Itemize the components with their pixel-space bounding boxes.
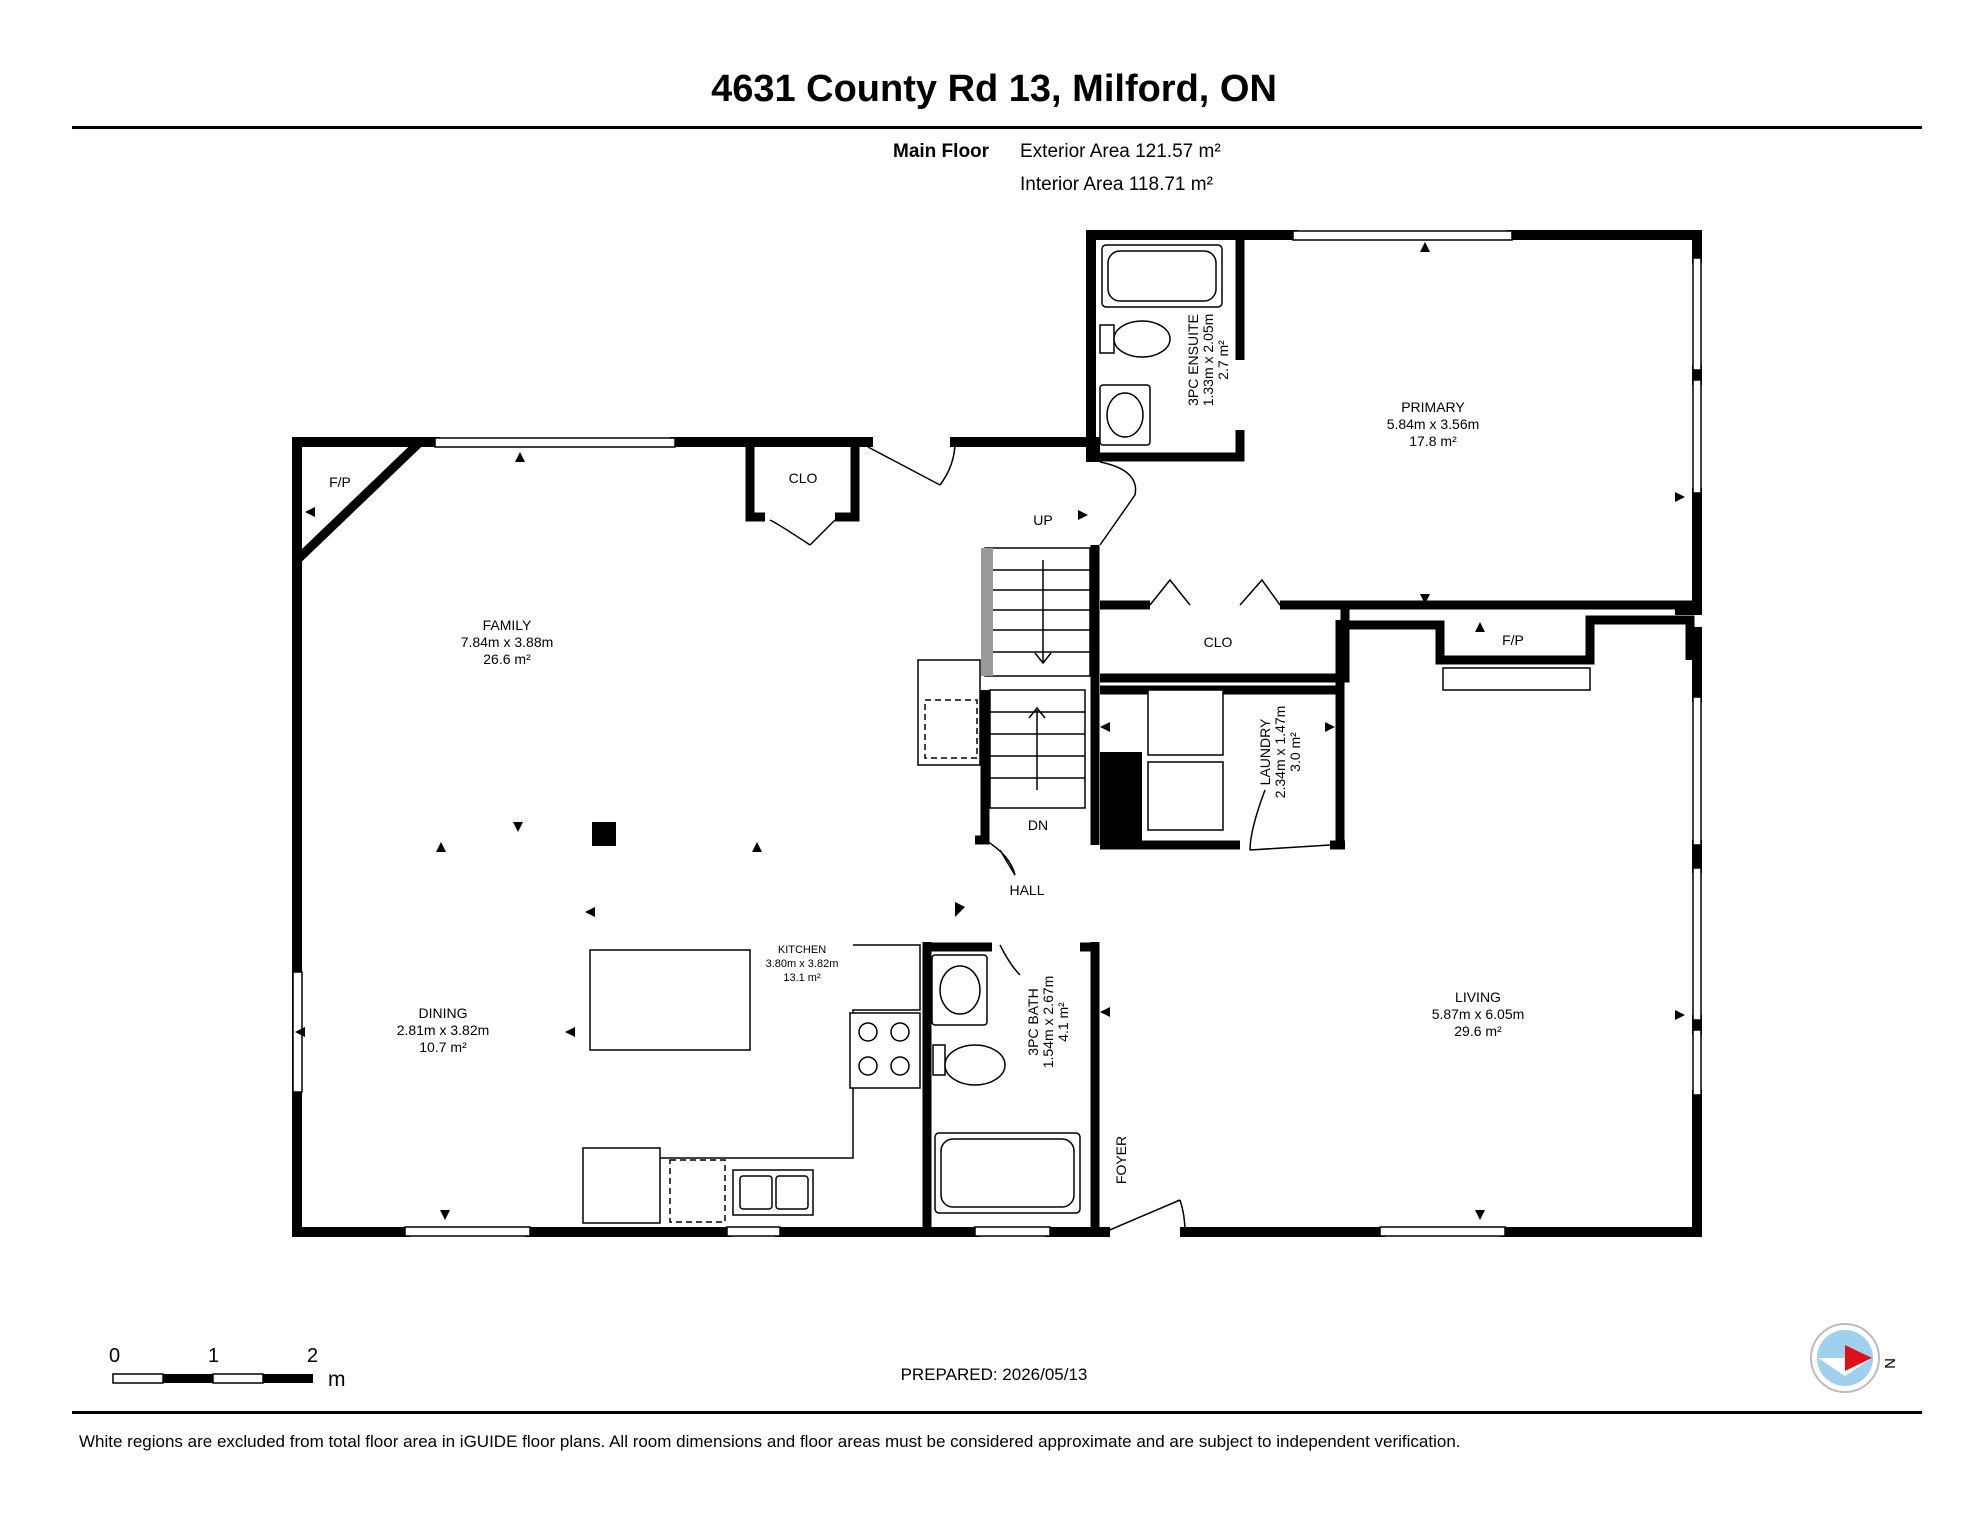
- floor-name: Main Floor: [893, 141, 990, 162]
- room-dims: 1.33m x 2.05m: [1200, 314, 1216, 407]
- room-area: 3.0 m²: [1287, 732, 1303, 772]
- doors: [769, 441, 1331, 1233]
- compass-north-label: N: [1881, 1358, 1898, 1369]
- room-dining: DINING 2.81m x 3.82m 10.7 m²: [397, 1005, 490, 1055]
- windows: [292, 230, 1702, 1237]
- disclaimer: White regions are excluded from total fl…: [79, 1432, 1461, 1451]
- chimney-block: [1100, 752, 1142, 847]
- scale-bar: [112, 1373, 313, 1384]
- room-area: 29.6 m²: [1454, 1023, 1502, 1039]
- stair-rail: [981, 548, 993, 676]
- column: [592, 822, 616, 846]
- page-title: 4631 County Rd 13, Milford, ON: [711, 68, 1277, 110]
- room-area: 26.6 m²: [483, 651, 531, 667]
- room-primary: PRIMARY 5.84m x 3.56m 17.8 m²: [1387, 399, 1480, 449]
- room-laundry: LAUNDRY 2.34m x 1.47m 3.0 m²: [1257, 706, 1303, 799]
- fixtures: [582, 244, 1224, 1224]
- room-dims: 5.87m x 6.05m: [1432, 1006, 1525, 1022]
- stairs: [984, 547, 1091, 809]
- label-clo-hall: CLO: [1204, 634, 1233, 650]
- room-dims: 1.54m x 2.67m: [1040, 976, 1056, 1069]
- header-rule: [72, 126, 1922, 129]
- label-dn: DN: [1028, 817, 1048, 833]
- label-clo-family: CLO: [789, 470, 818, 486]
- label-fp-family: F/P: [329, 474, 351, 490]
- exterior-walls: [292, 230, 1702, 1237]
- hearth: [1442, 667, 1591, 691]
- room-dims: 3.80m x 3.82m: [766, 958, 839, 970]
- room-dims: 7.84m x 3.88m: [461, 634, 554, 650]
- scale-tick-0: 0: [109, 1345, 121, 1367]
- interior-walls: [293, 235, 1697, 1232]
- room-living: LIVING 5.87m x 6.05m 29.6 m²: [1432, 989, 1525, 1039]
- room-area: 4.1 m²: [1055, 1002, 1071, 1042]
- room-name: 3PC ENSUITE: [1185, 314, 1201, 406]
- room-area: 17.8 m²: [1409, 433, 1457, 449]
- room-ensuite: 3PC ENSUITE 1.33m x 2.05m 2.7 m²: [1185, 314, 1231, 407]
- scale-tick-2: 2: [307, 1345, 319, 1367]
- room-family: FAMILY 7.84m x 3.88m 26.6 m²: [461, 617, 554, 667]
- room-name: KITCHEN: [778, 944, 826, 956]
- room-name: DINING: [419, 1005, 468, 1021]
- room-name: PRIMARY: [1401, 399, 1465, 415]
- room-dims: 2.34m x 1.47m: [1272, 706, 1288, 799]
- label-hall: HALL: [1009, 882, 1044, 898]
- prepared-date: PREPARED: 2026/05/13: [900, 1365, 1088, 1384]
- label-up: UP: [1033, 512, 1052, 528]
- room-name: 3PC BATH: [1025, 988, 1041, 1055]
- scale-tick-1: 1: [208, 1345, 220, 1367]
- room-name: LAUNDRY: [1257, 718, 1273, 785]
- interior-area: Interior Area 118.71 m²: [1020, 174, 1213, 195]
- exterior-area: Exterior Area 121.57 m²: [1020, 141, 1221, 162]
- room-area: 10.7 m²: [419, 1039, 467, 1055]
- scale-unit: m: [328, 1368, 346, 1391]
- room-kitchen: KITCHEN 3.80m x 3.82m 13.1 m²: [766, 944, 839, 984]
- footer-rule: [72, 1411, 1922, 1414]
- label-foyer: FOYER: [1113, 1136, 1129, 1184]
- room-name: LIVING: [1455, 989, 1501, 1005]
- room-area: 2.7 m²: [1215, 340, 1231, 380]
- label-fp-living: F/P: [1502, 632, 1524, 648]
- room-bath: 3PC BATH 1.54m x 2.67m 4.1 m²: [1025, 976, 1071, 1069]
- room-name: FAMILY: [483, 617, 532, 633]
- view-markers: [295, 242, 1685, 1220]
- compass-icon: [1810, 1323, 1880, 1393]
- room-area: 13.1 m²: [783, 972, 821, 984]
- room-dims: 5.84m x 3.56m: [1387, 416, 1480, 432]
- room-dims: 2.81m x 3.82m: [397, 1022, 490, 1038]
